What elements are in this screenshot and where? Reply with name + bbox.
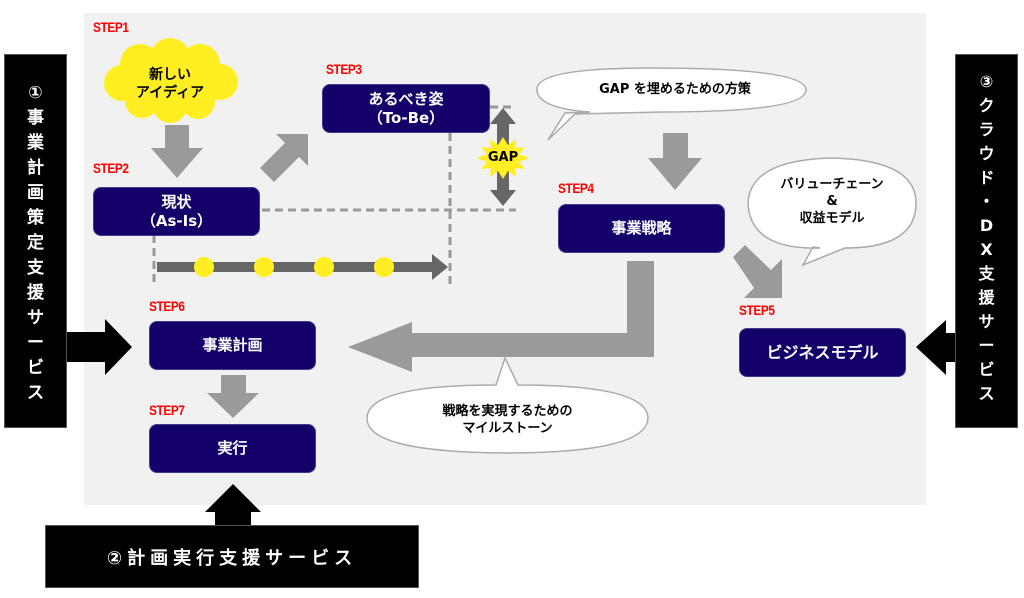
value-chain-line1: バリューチェーン: [780, 177, 884, 192]
service1-char: 計: [27, 158, 44, 178]
step6-business-plan-box[interactable]: 事業計画: [149, 321, 316, 370]
asis-line1: 現状: [161, 192, 192, 211]
arrow-step2-to-step3: [260, 134, 308, 182]
service3-char: ク: [978, 96, 995, 115]
bubble-value-chain: [747, 157, 917, 267]
idea-line1: 新しい: [149, 67, 191, 83]
service3-char: ビ: [978, 360, 995, 379]
business-model-text: ビジネスモデル: [766, 343, 879, 362]
arrow-step4-to-step5: [733, 245, 782, 298]
step5-business-model-box[interactable]: ビジネスモデル: [739, 328, 906, 377]
service1-char: ー: [27, 333, 44, 353]
service1-char: 業: [27, 133, 44, 153]
service3-char: 援: [978, 288, 995, 307]
strategy-text: 事業戦略: [611, 219, 672, 237]
service1-char: 画: [27, 183, 44, 203]
step7-execution-box[interactable]: 実行: [149, 424, 316, 473]
business-plan-text: 事業計画: [202, 336, 263, 354]
arrow-step1-to-step2: [151, 125, 203, 178]
service3-char: サ: [978, 312, 995, 331]
asis-line2: （As-Is）: [140, 211, 213, 230]
idea-cloud: [104, 38, 238, 123]
milestone-line2: マイルストーン: [462, 421, 553, 436]
milestone-text: 戦略を実現するための マイルストーン: [380, 403, 635, 437]
gap-measures-text: GAP を埋めるための方策: [599, 82, 751, 97]
gap-starburst-icon: [477, 137, 529, 179]
step4-strategy-box[interactable]: 事業戦略: [558, 204, 725, 253]
step1-label: STEP1: [93, 19, 129, 35]
milestone-dot: [374, 257, 394, 277]
execution-text: 実行: [217, 439, 248, 457]
service1-char: 支: [27, 258, 44, 278]
bubble-milestone: [366, 356, 649, 454]
service3-char: D: [979, 216, 994, 235]
service1-char: 策: [27, 208, 44, 228]
service1-number: ①: [28, 83, 43, 103]
tobe-line1: あるべき姿: [368, 89, 444, 108]
service1-char: 援: [27, 283, 44, 303]
step7-label: STEP7: [149, 402, 185, 418]
idea-line2: アイディア: [135, 85, 205, 101]
step6-label: STEP6: [149, 298, 185, 314]
service1-char: 定: [27, 233, 44, 253]
step3-label: STEP3: [326, 61, 362, 77]
service1-business-planning-support[interactable]: ① 事業計画策定支援サービス: [4, 54, 67, 428]
service1-char: サ: [27, 308, 44, 328]
timeline-arrow: [157, 254, 448, 280]
step2-label: STEP2: [93, 160, 129, 176]
service3-char: ー: [978, 336, 995, 355]
service2-plan-execution-support[interactable]: ②計画実行支援サービス: [45, 525, 419, 588]
service3-char: ラ: [978, 120, 995, 139]
milestone-line1: 戦略を実現するための: [442, 404, 573, 419]
service1-char: ビ: [27, 358, 44, 378]
service3-number: ③: [979, 72, 994, 91]
step2-asis-box[interactable]: 現状 （As-Is）: [93, 187, 260, 236]
service3-char: ス: [978, 384, 995, 403]
step3-tobe-box[interactable]: あるべき姿 （To-Be）: [322, 84, 490, 133]
service3-char: X: [980, 240, 993, 259]
service1-char: 事: [27, 108, 44, 128]
milestone-dots: [194, 257, 394, 277]
arrow-step6-to-step7: [207, 375, 259, 418]
idea-cloud-text: 新しい アイディア: [120, 66, 220, 102]
value-chain-line3: 収益モデル: [799, 211, 865, 226]
gap-label: GAP: [487, 150, 519, 165]
step5-label: STEP5: [739, 302, 775, 318]
step4-label: STEP4: [558, 180, 594, 196]
value-chain-line2: &: [826, 194, 838, 209]
service3-char: ド: [978, 168, 995, 187]
milestone-dot: [194, 257, 214, 277]
arrow-step4-to-step6: [348, 261, 654, 372]
arrow-service2-to-step7: [205, 484, 261, 525]
arrow-service3-to-step5: [916, 320, 955, 375]
value-chain-text: バリューチェーン & 収益モデル: [752, 176, 912, 227]
service3-char: 支: [978, 264, 995, 283]
service1-char: ス: [27, 383, 44, 403]
milestone-dot: [254, 257, 274, 277]
milestone-dot: [314, 257, 334, 277]
service3-char: ・: [978, 192, 995, 211]
arrow-measures-to-step4: [648, 133, 702, 190]
tobe-line2: （To-Be）: [367, 108, 445, 127]
arrow-service1-to-step6: [66, 319, 132, 375]
bubble-gap-measures: [536, 67, 807, 141]
service3-char: ウ: [978, 144, 995, 163]
